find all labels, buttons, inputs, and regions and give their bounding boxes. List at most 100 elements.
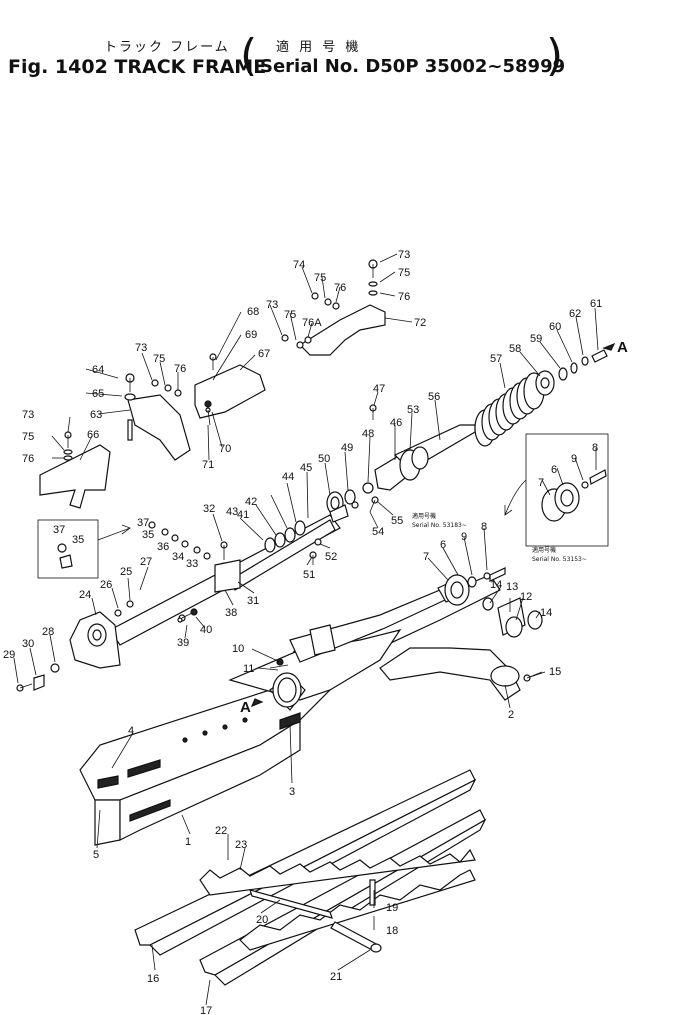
callout: 54 [372, 526, 384, 538]
callout: 26 [100, 579, 112, 591]
callout: 46 [390, 417, 402, 429]
serial-note-1: Serial No. 53183~ [412, 522, 467, 529]
callout: 29 [3, 649, 15, 661]
callout: 33 [186, 558, 198, 570]
callout: 76 [398, 291, 410, 303]
callout: 11 [243, 663, 254, 675]
callout: 76 [334, 282, 346, 294]
callout: 39 [177, 637, 189, 649]
detail-box-bolt [37, 519, 131, 579]
callout: 20 [256, 914, 268, 926]
callout: 65 [92, 388, 104, 400]
callout: 73 [22, 409, 34, 421]
callout: 8 [481, 521, 487, 533]
callout: 55 [391, 515, 403, 527]
callout: 15 [549, 666, 561, 678]
view-arrow-a: A A [240, 339, 628, 716]
callout: 1 [185, 836, 191, 848]
track-frame-body [79, 574, 521, 846]
right-parenthesis: ) [546, 30, 564, 81]
callout: 32 [203, 503, 215, 515]
callout: 25 [120, 566, 132, 578]
arrow-a-label-top: A [617, 339, 628, 356]
callout: 6 [551, 464, 557, 476]
callout: 6 [440, 539, 446, 551]
recoil-spring [474, 349, 608, 447]
callout: 12 [520, 591, 532, 603]
callout: 35 [72, 534, 84, 546]
yoke-parts [437, 567, 543, 638]
callout: 38 [225, 607, 237, 619]
callout: 52 [325, 551, 337, 563]
callout: 72 [414, 317, 426, 329]
callout: 57 [490, 353, 502, 365]
callout: 60 [549, 321, 561, 333]
callout: 35 [142, 529, 154, 541]
serial-notes: 適用号機 Serial No. 53183~ Serial No. 53183~… [412, 512, 587, 563]
callout: 61 [590, 298, 602, 310]
callout: 42 [245, 496, 257, 508]
callout: 51 [303, 569, 315, 581]
callout: 28 [42, 626, 54, 638]
callout: 41 [237, 509, 249, 521]
callout: 14 [490, 579, 502, 591]
callout: 69 [245, 329, 257, 341]
callout: 59 [530, 333, 542, 345]
idler-bracket [69, 611, 121, 669]
arrow-a-label-frame: A [240, 699, 251, 716]
callout-numbers-repeat: 73 75 76 37 35 73 75 75 76 73 75 76 14 7… [22, 249, 598, 619]
serial-note-2: Serial No. 53153~ [532, 556, 587, 563]
callout: 8 [592, 442, 598, 454]
callout: 34 [172, 551, 184, 563]
callout: 44 [282, 471, 294, 483]
callout: 4 [128, 725, 134, 737]
callout: 50 [318, 453, 330, 465]
callout: 63 [90, 409, 102, 421]
callout: 24 [79, 589, 91, 601]
callout: 75 [284, 309, 296, 321]
callout: 75 [22, 431, 34, 443]
callout: 49 [341, 442, 353, 454]
callout-numbers: 1 2 3 4 5 6 7 8 9 10 11 12 13 14 15 16 1… [3, 259, 602, 1015]
callout: 40 [200, 624, 212, 636]
serial-range: Serial No. D50P 35002~58999 [260, 56, 566, 77]
callout: 76 [22, 453, 34, 465]
callout: 5 [93, 849, 99, 861]
callout: 9 [461, 531, 467, 543]
hardware [16, 259, 543, 692]
callout: 37 [137, 517, 149, 529]
title-block: トラック フレーム Fig. 1402 TRACK FRAME ( 適 用 号 … [0, 0, 693, 100]
callout: 73 [398, 249, 410, 261]
callout: 7 [538, 477, 544, 489]
callout: 47 [373, 383, 385, 395]
callout: 14 [540, 607, 552, 619]
callout: 75 [314, 272, 326, 284]
callout: 43 [226, 506, 238, 518]
callout: 56 [428, 391, 440, 403]
callout: 71 [202, 459, 214, 471]
callout: 37 [53, 524, 65, 536]
callout: 31 [247, 595, 259, 607]
covers [39, 304, 386, 509]
callout: 3 [289, 786, 295, 798]
callout: 18 [386, 925, 398, 937]
callout: 74 [293, 259, 305, 271]
serial-note-2-jp: 適用号機 [532, 546, 556, 554]
callout: 76A [302, 317, 322, 329]
callout: 68 [247, 306, 259, 318]
callout: 75 [153, 353, 165, 365]
figure-title: Fig. 1402 TRACK FRAME [8, 56, 267, 78]
recoil-cylinder-assembly [109, 424, 476, 646]
callout: 58 [509, 343, 521, 355]
callout: 17 [200, 1005, 212, 1015]
callout: 73 [135, 342, 147, 354]
callout: 21 [330, 971, 342, 983]
callout: 66 [87, 429, 99, 441]
serial-japanese: 適 用 号 機 [276, 40, 362, 55]
guard-assemblies [134, 769, 487, 986]
callout: 45 [300, 462, 312, 474]
callout: 36 [157, 541, 169, 553]
callout: 76 [174, 363, 186, 375]
callout: 10 [232, 643, 244, 655]
